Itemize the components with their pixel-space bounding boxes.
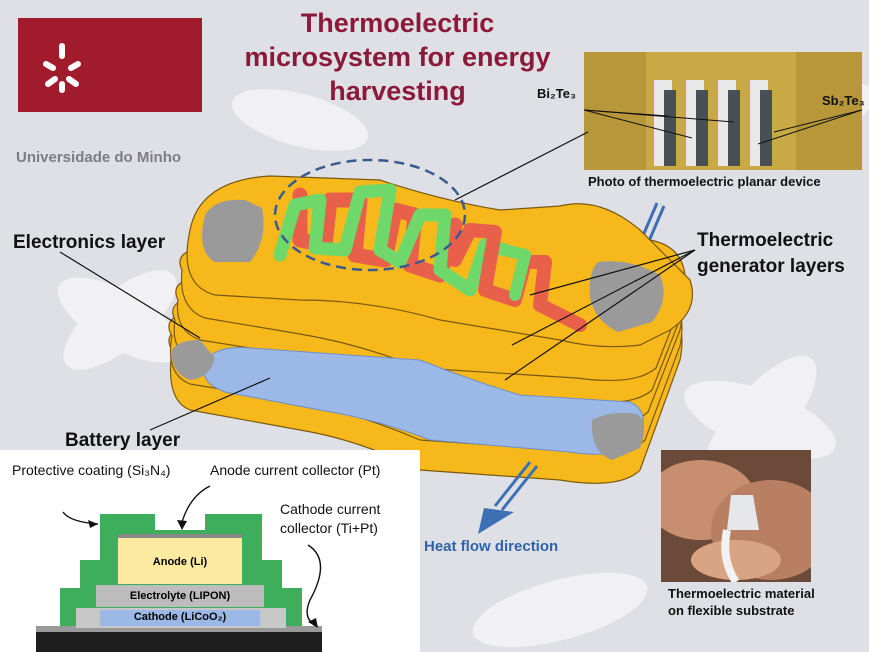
electrolyte-label: Electrolyte (LIPON)	[129, 590, 231, 602]
heat-flow-arrow-bottom	[493, 461, 539, 511]
flexible-substrate-photo	[661, 450, 811, 582]
sb2te3-label: Sb₂Te₃	[822, 93, 865, 108]
heat-flow-label: Heat flow direction	[424, 538, 559, 555]
anode-label: Anode (Li)	[152, 556, 208, 568]
flex-caption: Thermoelectric material on flexible subs…	[668, 585, 815, 619]
te-generator-label-line2: generator layers	[697, 256, 845, 277]
bi2te3-label: Bi₂Te₃	[537, 86, 576, 101]
page-title: Thermoelectric microsystem for energy ha…	[244, 8, 551, 106]
flex-caption-line2: on flexible substrate	[668, 603, 795, 618]
photo-caption: Photo of thermoelectric planar device	[588, 174, 821, 189]
cathode-collector-label-line1: Cathode current	[280, 501, 381, 517]
university-logo	[18, 18, 202, 112]
university-name: Universidade do Minho	[16, 149, 182, 166]
logo-star-icon	[43, 43, 81, 93]
flex-caption-line1: Thermoelectric material	[668, 586, 815, 601]
te-generator-label-line1: Thermoelectric	[697, 230, 834, 251]
heat-arrow-head	[478, 508, 514, 534]
cathode-label: Cathode (LiCoO₂)	[133, 611, 227, 623]
cathode-collector-label-line2: collector (Ti+Pt)	[280, 520, 378, 536]
anode-collector-label: Anode current collector (Pt)	[210, 462, 381, 478]
protective-coating-label: Protective coating (Si₃N₄)	[12, 462, 171, 478]
planar-device-photo	[584, 52, 862, 170]
electronics-layer-label: Electronics layer	[13, 232, 166, 253]
battery-layer-label: Battery layer	[65, 430, 181, 451]
battery-cross-section: Protective coating (Si₃N₄) Anode current…	[0, 450, 420, 652]
